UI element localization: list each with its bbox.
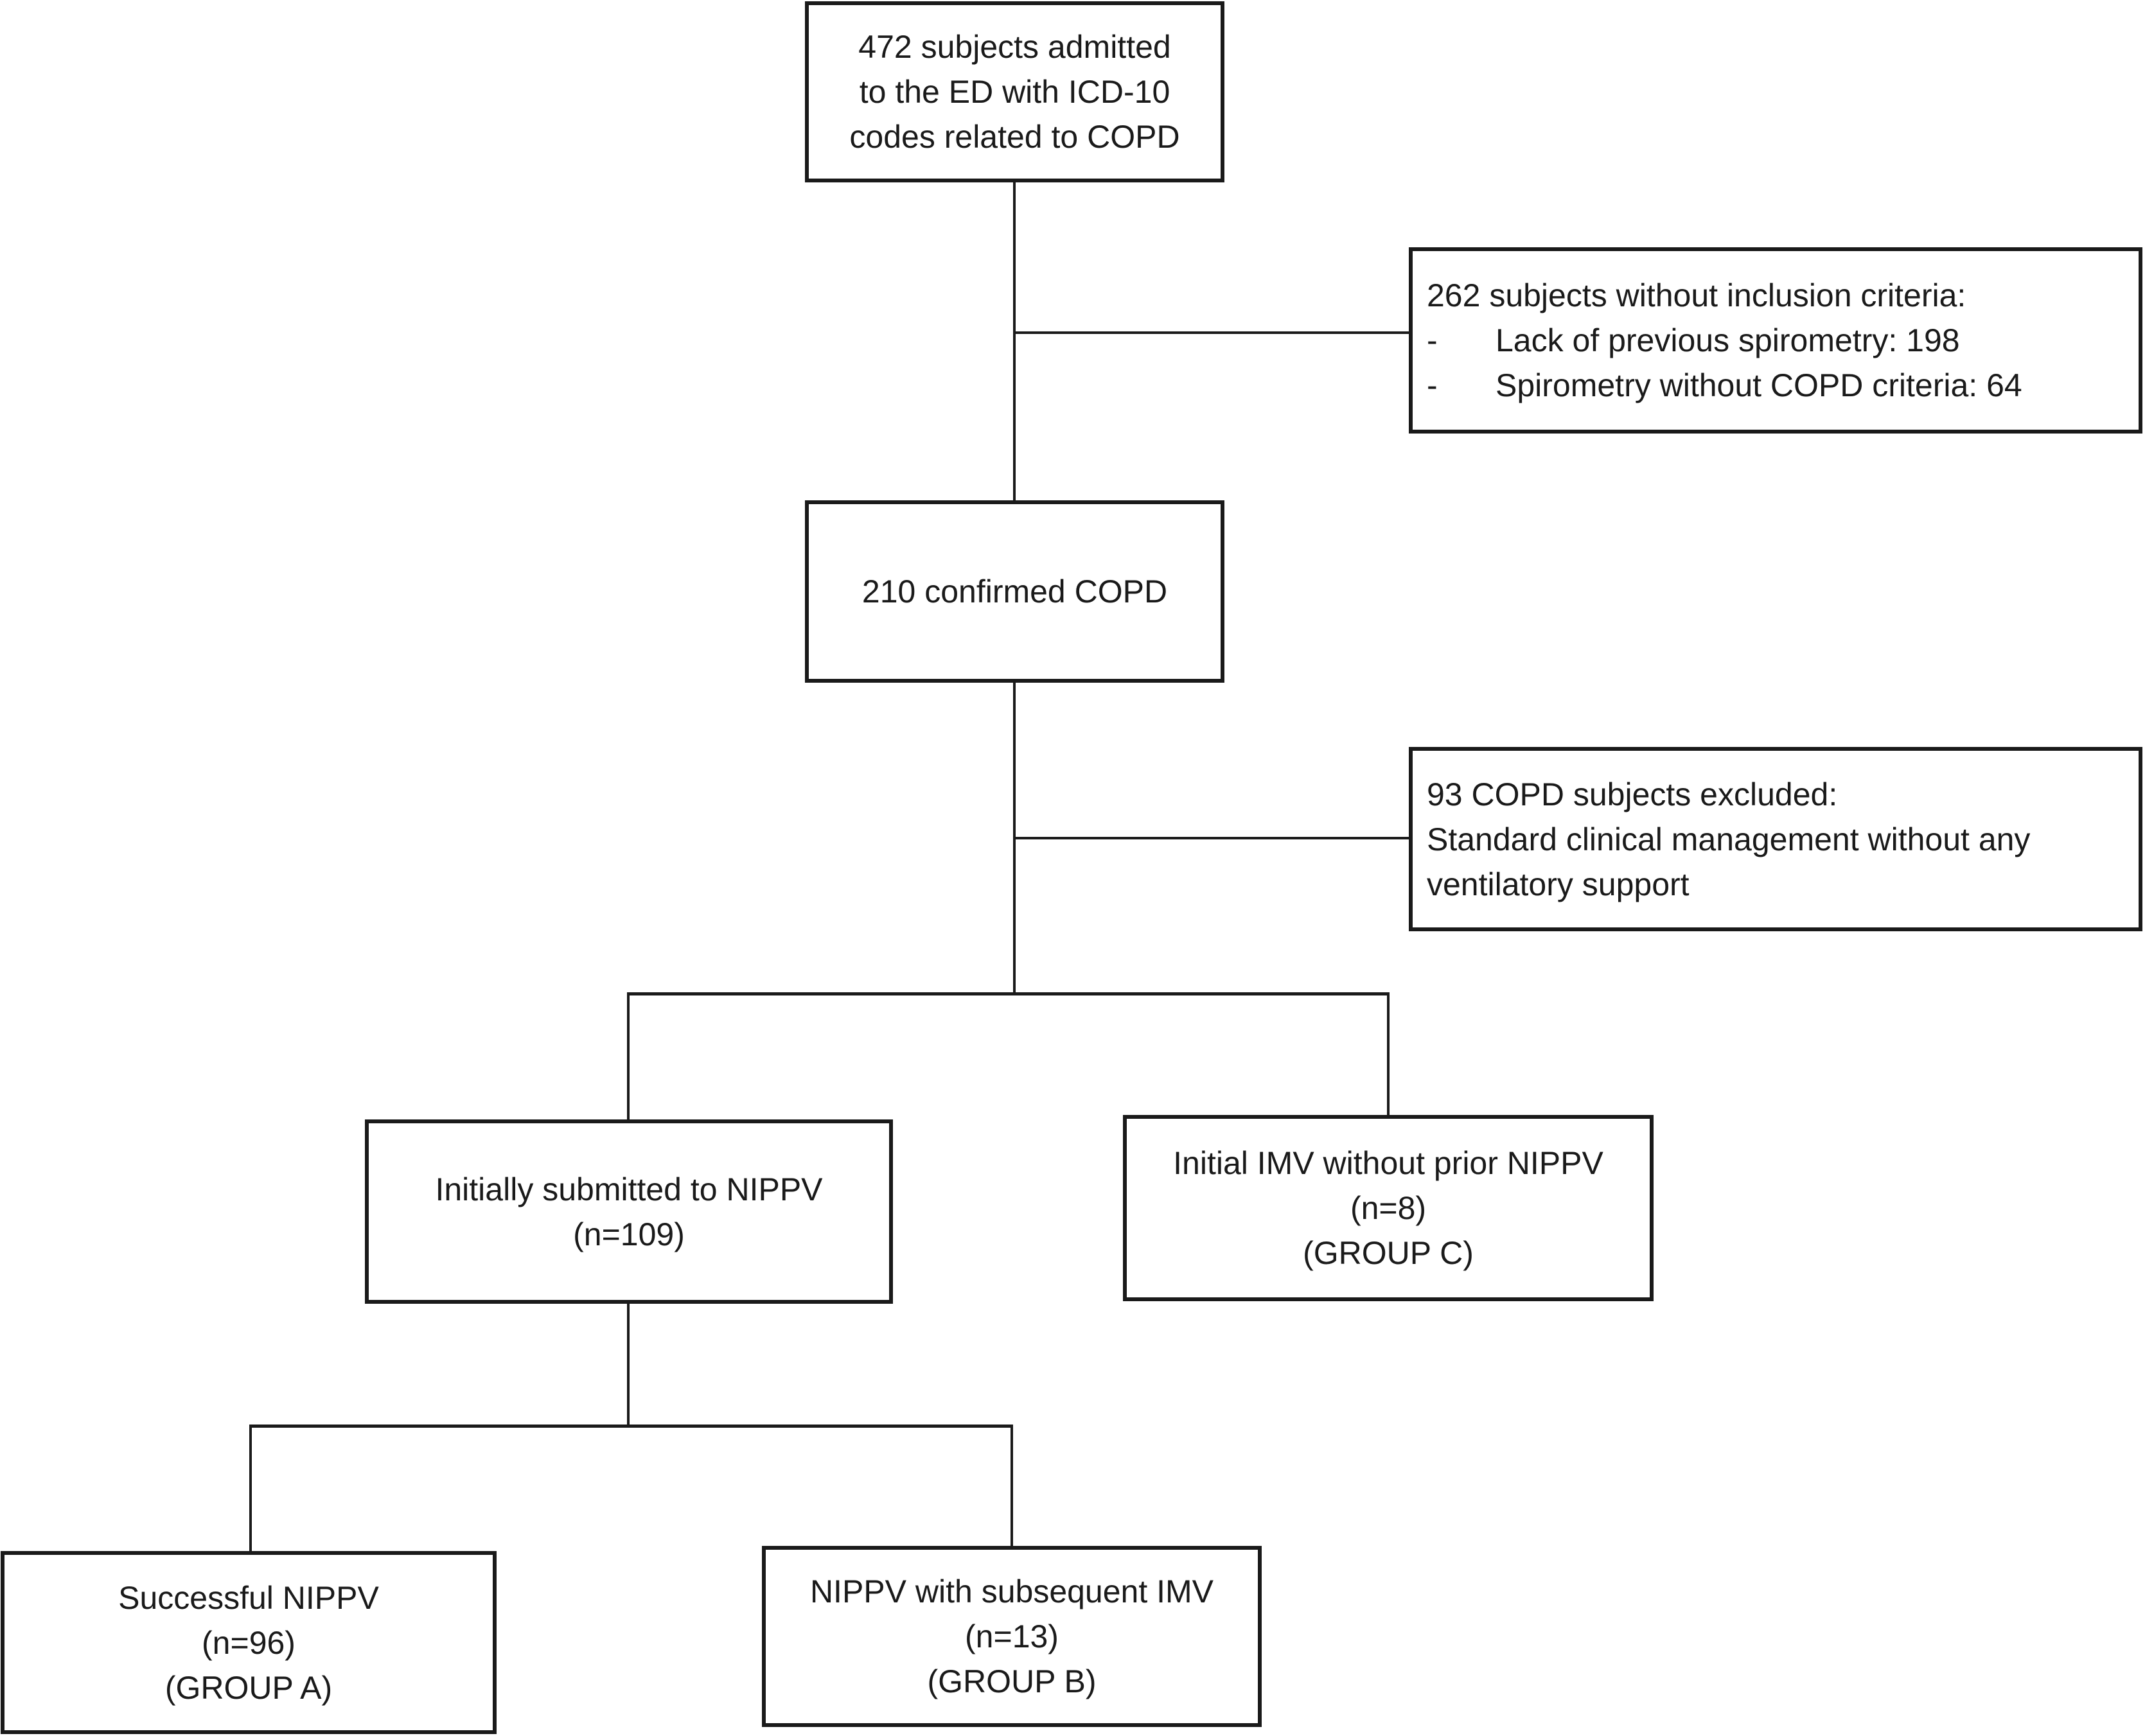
node-text-line: Standard clinical management without any xyxy=(1427,821,2031,857)
node-text-line: (n=109) xyxy=(573,1216,685,1252)
node-text-line: Successful NIPPV xyxy=(118,1579,379,1616)
bullet-text: Spirometry without COPD criteria: 64 xyxy=(1496,367,2022,403)
flow-node-group-a: Successful NIPPV (n=96) (GROUP A) xyxy=(1,1551,497,1734)
node-text-line: 210 confirmed COPD xyxy=(861,574,1168,609)
node-text-line: (GROUP B) xyxy=(927,1663,1097,1699)
bullet-text: Lack of previous spirometry: 198 xyxy=(1496,322,1960,358)
node-text-line: 262 subjects without inclusion criteria: xyxy=(1427,277,1966,313)
connector-confirmed-down xyxy=(1013,674,1016,995)
flow-node-no-inclusion: 262 subjects without inclusion criteria:… xyxy=(1409,247,2142,434)
node-text-line: codes related to COPD xyxy=(849,119,1180,155)
node-text-line: to the ED with ICD-10 xyxy=(859,74,1170,110)
node-text-line: 472 subjects admitted xyxy=(858,29,1171,65)
node-text-line: (GROUP A) xyxy=(164,1669,333,1706)
node-bullet-line: - Spirometry without COPD criteria: 64 xyxy=(1427,363,2123,408)
connector-drop-nippv xyxy=(627,992,630,1124)
flow-node-confirmed-copd: 210 confirmed COPD xyxy=(805,500,1224,683)
node-text-line: Initially submitted to NIPPV xyxy=(435,1171,823,1207)
connector-branch-nippv-imv xyxy=(627,992,1390,995)
connector-drop-group-a xyxy=(249,1425,252,1554)
connector-admitted-down xyxy=(1013,173,1016,507)
flow-node-initial-imv-group-c: Initial IMV without prior NIPPV (n=8) (G… xyxy=(1123,1115,1654,1301)
flow-node-initial-nippv: Initially submitted to NIPPV (n=109) xyxy=(365,1119,893,1304)
connector-drop-group-b xyxy=(1011,1425,1013,1549)
flow-node-copd-excluded: 93 COPD subjects excluded: Standard clin… xyxy=(1409,747,2142,931)
connector-to-no-inclusion xyxy=(1014,331,1413,334)
node-bullet-line: - Lack of previous spirometry: 198 xyxy=(1427,318,2123,363)
connector-drop-imv xyxy=(1387,992,1390,1121)
bullet-dash: - xyxy=(1427,367,1438,403)
node-text-line: 93 COPD subjects excluded: xyxy=(1427,776,1838,812)
node-text-line: (n=8) xyxy=(1350,1190,1427,1226)
node-text-line: (GROUP C) xyxy=(1303,1235,1474,1271)
node-text-line: ventilatory support xyxy=(1427,866,1690,902)
connector-branch-group-a-b xyxy=(249,1425,1013,1428)
node-text-line: NIPPV with subsequent IMV xyxy=(809,1574,1214,1609)
bullet-dash: - xyxy=(1427,322,1438,358)
node-text-line: Initial IMV without prior NIPPV xyxy=(1173,1145,1603,1181)
connector-to-copd-excluded xyxy=(1014,837,1413,839)
connector-nippv-down xyxy=(627,1297,630,1427)
node-text-line: (n=13) xyxy=(965,1618,1059,1654)
node-text-line: (n=96) xyxy=(202,1624,296,1661)
flow-node-group-b: NIPPV with subsequent IMV (n=13) (GROUP … xyxy=(762,1546,1262,1727)
flow-node-admitted: 472 subjects admitted to the ED with ICD… xyxy=(805,1,1224,182)
